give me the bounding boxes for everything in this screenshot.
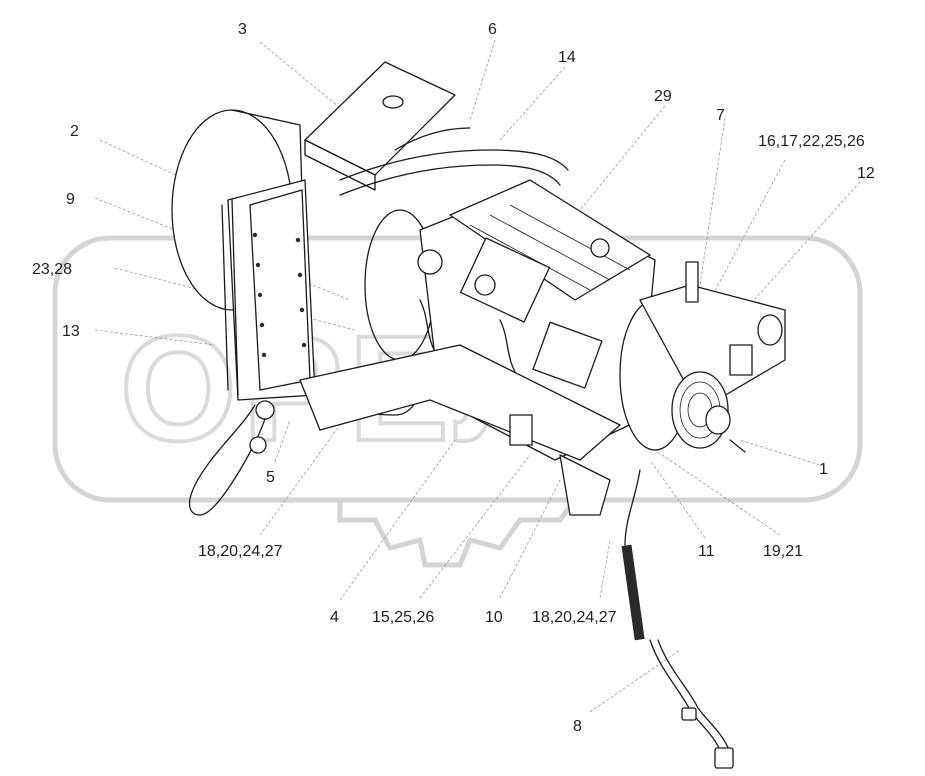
callout-12: 12 <box>857 165 875 182</box>
callout-8: 8 <box>573 718 582 735</box>
callout-11: 11 <box>698 543 715 560</box>
oil-pipe <box>624 469 641 546</box>
callout-3: 3 <box>238 21 247 38</box>
callout-7: 7 <box>716 107 725 124</box>
callout-16-17-22-25-26: 16,17,22,25,26 <box>758 133 865 150</box>
callout-9: 9 <box>66 191 75 208</box>
callout-19-21: 19,21 <box>763 543 803 560</box>
leader-lines <box>94 39 861 713</box>
callout-29: 29 <box>654 88 672 105</box>
callout-4: 4 <box>330 609 339 626</box>
callout-2: 2 <box>70 123 79 140</box>
drive-belt <box>188 404 269 516</box>
callout-10: 10 <box>485 609 503 626</box>
callout-labels: 3 6 14 29 2 7 16,17,22,25,26 12 9 23,28 … <box>32 21 875 735</box>
callout-13: 13 <box>62 323 80 340</box>
engine-assembly <box>171 61 786 769</box>
frame-rail <box>299 344 621 461</box>
callout-5: 5 <box>266 469 275 486</box>
callout-14: 14 <box>558 49 576 66</box>
callout-6: 6 <box>488 21 497 38</box>
callout-18-20-24-27-right: 18,20,24,27 <box>532 609 617 626</box>
callout-18-20-24-27-left: 18,20,24,27 <box>198 543 283 560</box>
callout-15-25-26: 15,25,26 <box>372 609 434 626</box>
callout-1: 1 <box>819 461 828 478</box>
callout-23-28: 23,28 <box>32 261 72 278</box>
